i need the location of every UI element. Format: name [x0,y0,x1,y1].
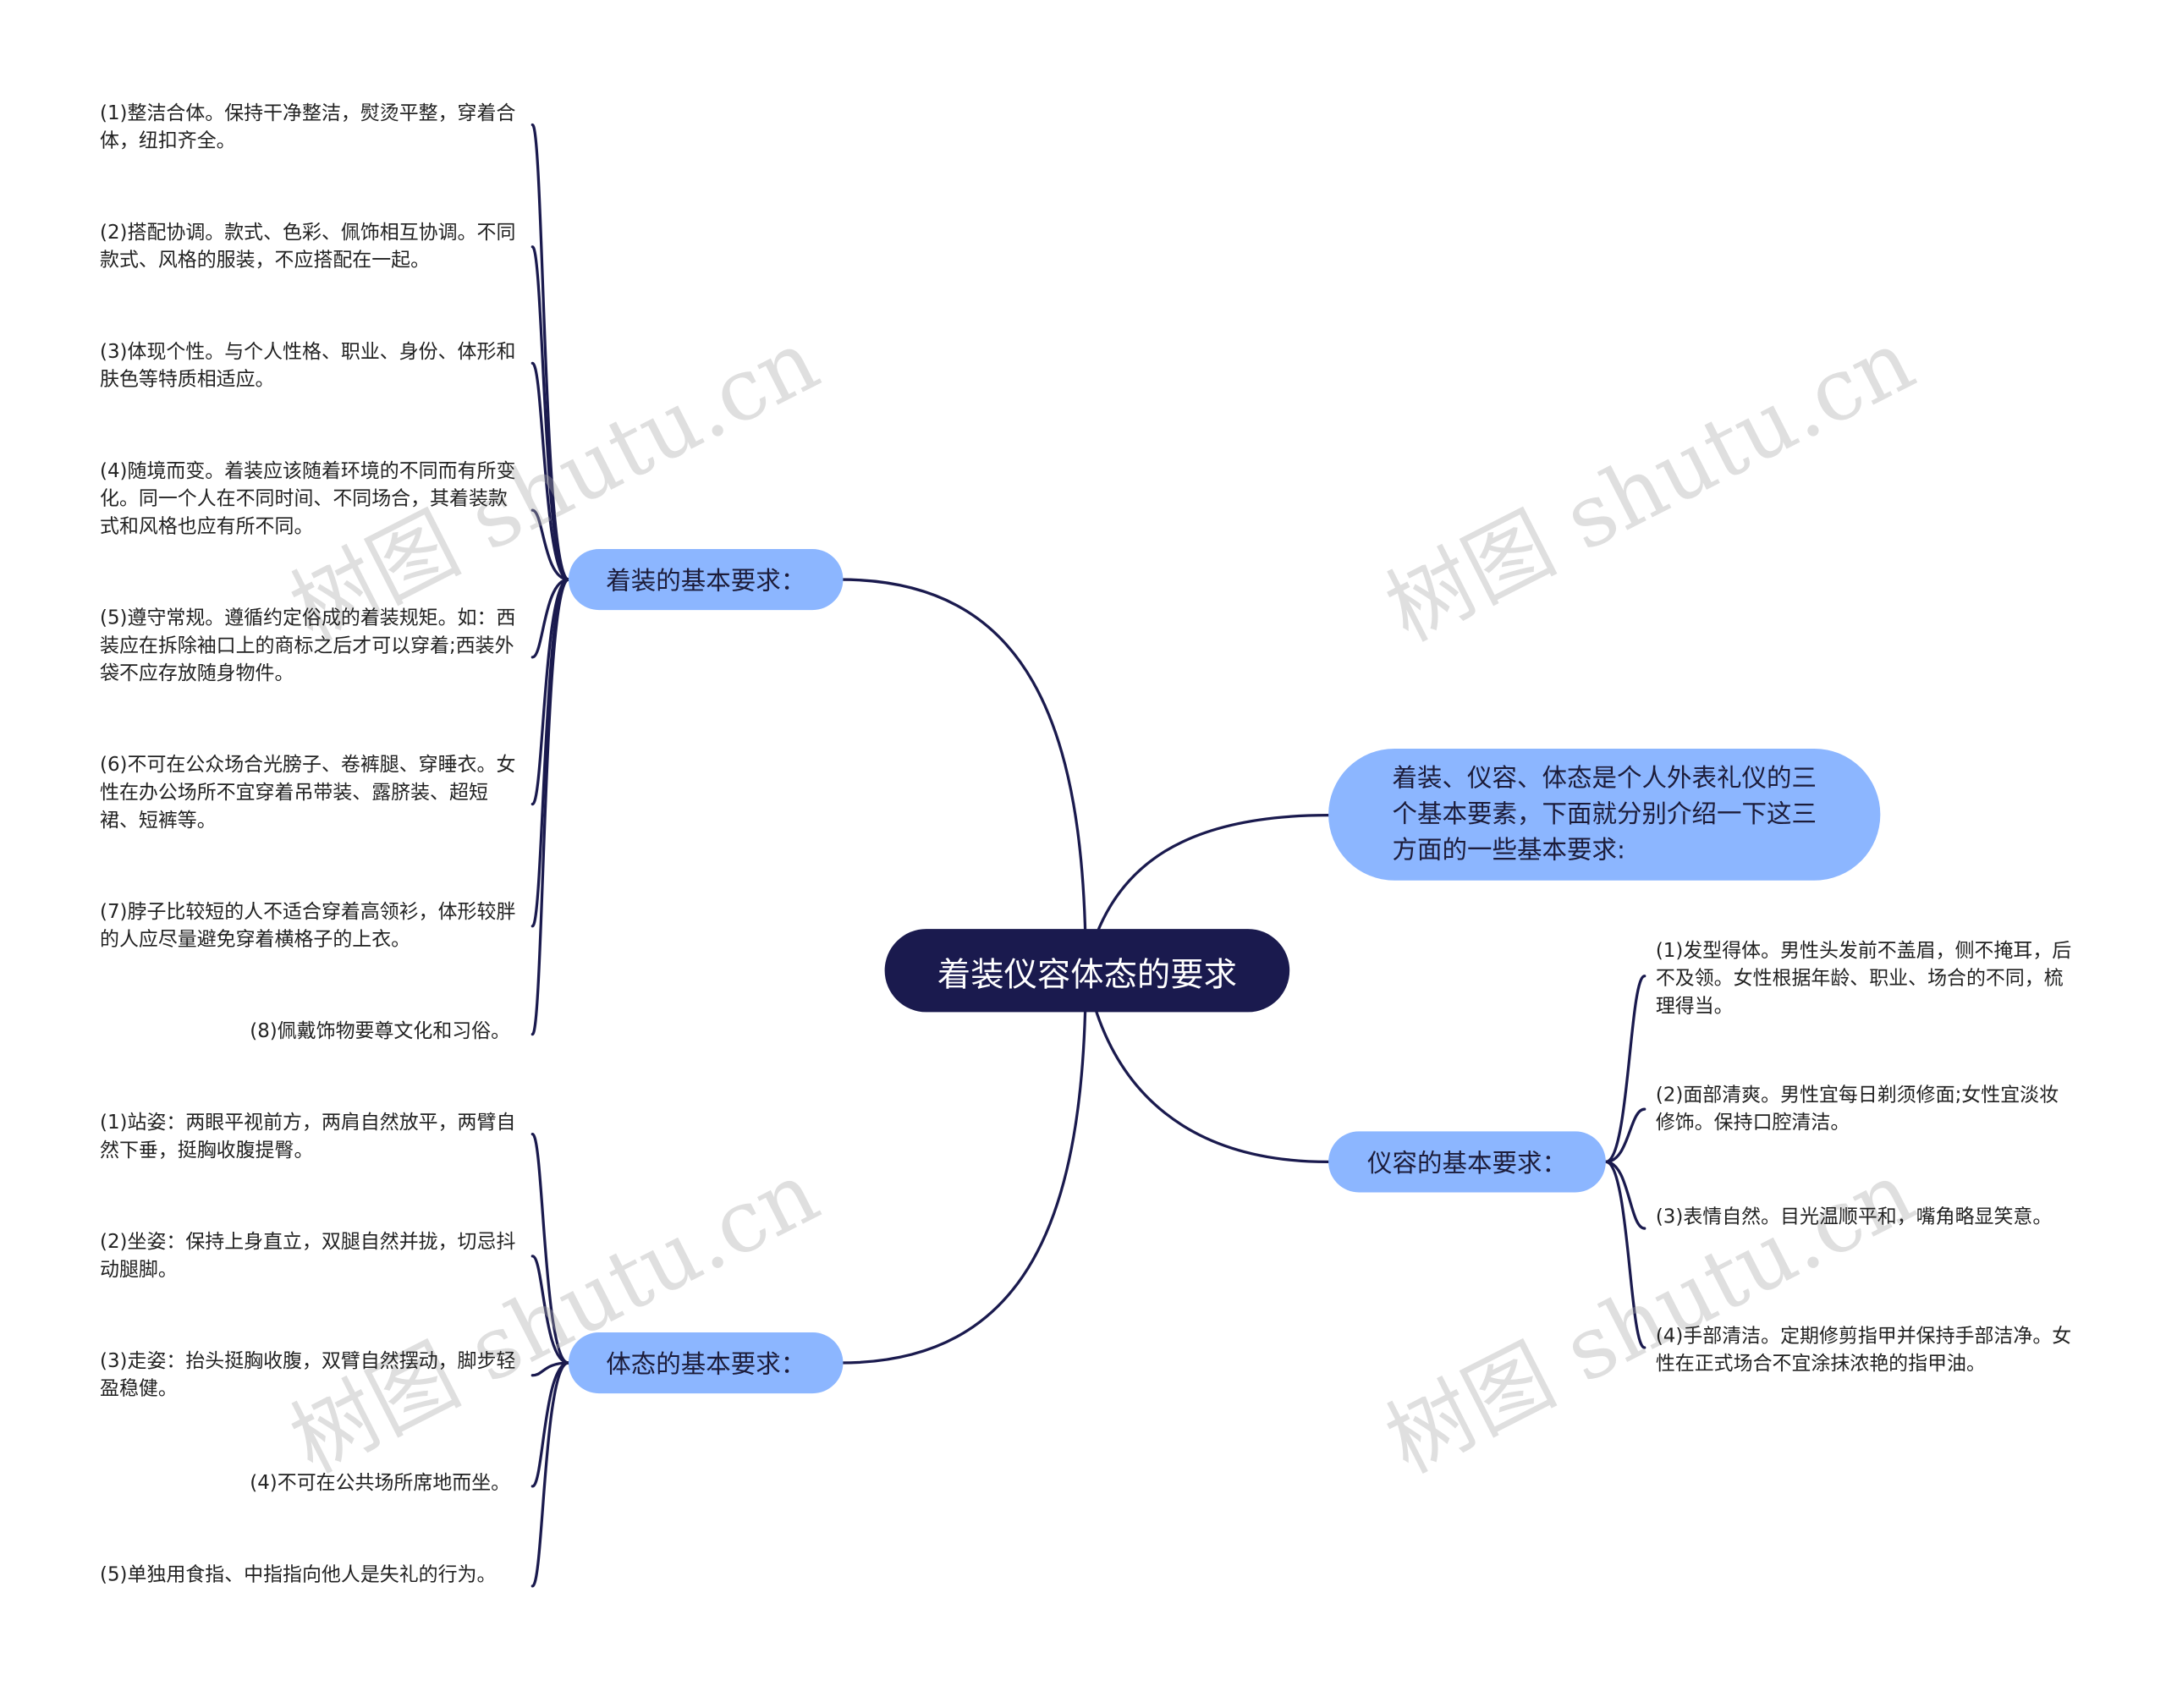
link-appearance-2 [1604,1107,1646,1164]
branch-dress[interactable]: 着装的基本要求： [568,549,844,611]
link-root-appearance [1084,969,1330,1164]
root-label: 着装仪容体态的要求 [937,954,1237,994]
leaf-appearance-2: (2)面部清爽。男性宜每日剃须修面;女性宜淡妆修饰。保持口腔清洁。 [1655,1084,2059,1134]
leaf-dress-8: (8)佩戴饰物要尊文化和习俗。 [250,1020,511,1043]
branch-posture-label: 体态的基本要求： [606,1350,806,1380]
link-dress-8 [531,578,570,1036]
link-appearance-1 [1604,975,1646,1164]
link-dress-1 [531,123,570,581]
link-posture-4 [531,1361,570,1488]
link-posture-1 [531,1132,570,1365]
intro-node[interactable]: 着装、仪容、体态是个人外表礼仪的三个基本要素，下面就分别介绍一下这三方面的一些基… [1328,749,1881,881]
leaf-posture-1: (1)站姿：两眼平视前方，两肩自然放平，两臂自然下垂，挺胸收腹提臀。 [100,1112,516,1162]
link-root-dress [838,578,1087,972]
leaf-dress-5: (5)遵守常规。遵循约定俗成的着装规矩。如：西装应在拆除袖口上的商标之后才可以穿… [100,607,516,685]
leaf-dress-7: (7)脖子比较短的人不适合穿着高领衫，体形较胖的人应尽量避免穿着横格子的上衣。 [100,901,516,952]
link-posture-3 [531,1361,570,1377]
branch-dress-label: 着装的基本要求： [606,567,806,596]
link-dress-5 [531,578,570,659]
link-root-posture [838,969,1087,1365]
leaf-posture-5: (5)单独用食指、中指指向他人是失礼的行为。 [100,1563,497,1586]
branch-appearance-label: 仪容的基本要求： [1366,1149,1567,1179]
link-dress-2 [531,245,570,581]
leaf-dress-3: (3)体现个性。与个人性格、职业、身份、体形和肤色等特质相适应。 [100,341,516,392]
leaf-posture-4: (4)不可在公共场所席地而坐。 [250,1472,511,1495]
link-posture-5 [531,1361,570,1588]
leaf-posture-2: (2)坐姿：保持上身直立，双腿自然并拢，切忌抖动腿脚。 [100,1231,516,1282]
leaf-appearance-3: (3)表情自然。目光温顺平和，嘴角略显笑意。 [1655,1205,2053,1229]
leaf-posture-3: (3)走姿：抬头挺胸收腹，双臂自然摆动，脚步轻盈稳健。 [100,1350,516,1401]
link-dress-6 [531,578,570,806]
link-appearance-4 [1604,1160,1646,1349]
leaf-appearance-1: (1)发型得体。男性头发前不盖眉，侧不掩耳，后不及领。女性根据年龄、职业、场合的… [1655,940,2072,1018]
root-node[interactable]: 着装仪容体态的要求 [884,929,1290,1013]
link-posture-2 [531,1255,570,1365]
link-dress-4 [531,508,570,581]
branch-appearance[interactable]: 仪容的基本要求： [1328,1131,1606,1193]
link-dress-3 [531,361,570,581]
link-appearance-3 [1604,1160,1646,1230]
leaf-dress-1: (1)整洁合体。保持干净整洁，熨烫平整，穿着合体，纽扣齐全。 [100,102,516,153]
leaf-appearance-4: (4)手部清洁。定期修剪指甲并保持手部洁净。女性在正式场合不宜涂抹浓艳的指甲油。 [1655,1325,2072,1376]
leaf-dress-6: (6)不可在公众场合光膀子、卷裤腿、穿睡衣。女性在办公场所不宜穿着吊带装、露脐装… [100,754,516,832]
leaf-dress-2: (2)搭配协调。款式、色彩、佩饰相互协调。不同款式、风格的服装，不应搭配在一起。 [100,222,516,272]
branch-posture[interactable]: 体态的基本要求： [568,1332,844,1394]
intro-text: 着装、仪容、体态是个人外表礼仪的三个基本要素，下面就分别介绍一下这三方面的一些基… [1392,763,1817,865]
leaf-dress-4: (4)随境而变。着装应该随着环境的不同而有所变化。同一个人在不同时间、不同场合，… [100,460,516,538]
